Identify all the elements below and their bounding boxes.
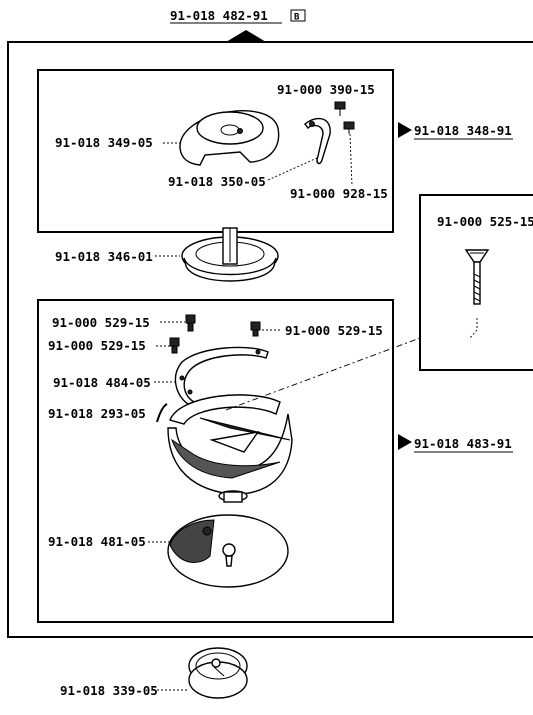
group-box-hook-cover xyxy=(37,69,394,233)
leader-1 xyxy=(267,157,318,181)
part-label-2: 91-000 390-15 xyxy=(277,82,375,97)
group-box-screw xyxy=(419,194,533,371)
bobbin-part xyxy=(188,647,248,699)
hook-cover-part xyxy=(179,110,280,166)
leader-3 xyxy=(349,133,353,187)
part-label-12: 91-018 339-05 xyxy=(60,683,158,698)
part-label-4: 91-018 346-01 xyxy=(55,249,153,264)
part-label-1: 91-018 350-05 xyxy=(168,174,266,189)
spring-part xyxy=(304,117,331,165)
group-pointer-2 xyxy=(398,434,412,450)
retaining-plate-part xyxy=(174,346,269,405)
screw-529-c-part xyxy=(169,337,180,354)
leader-5b xyxy=(469,329,478,339)
rotary-hook-part xyxy=(167,394,293,503)
screw-529-b-part xyxy=(250,321,261,337)
leader-screw-axis xyxy=(225,337,421,411)
group-ref-2: 91-018 483-91 xyxy=(414,436,512,451)
screw-390-part xyxy=(334,101,346,116)
part-label-7: 91-000 529-15 xyxy=(285,323,383,338)
group-box-rotary-hook xyxy=(37,299,394,623)
part-label-0: 91-018 349-05 xyxy=(55,135,153,150)
group-ref-1: 91-018 348-91 xyxy=(414,123,512,138)
long-screw-part xyxy=(464,249,490,305)
group-pointer-1 xyxy=(398,122,412,138)
screw-529-a-part xyxy=(185,314,196,332)
pin-part xyxy=(156,403,168,423)
part-label-8: 91-000 529-15 xyxy=(48,338,146,353)
assembly-badge: B xyxy=(294,13,300,23)
assembly-pointer-triangle xyxy=(226,30,266,42)
screw-928-part xyxy=(343,121,355,134)
assembly-badge-box xyxy=(290,9,306,22)
outer-frame xyxy=(7,41,533,638)
cover-plate-part xyxy=(167,514,289,588)
part-label-6: 91-000 529-15 xyxy=(52,315,150,330)
part-label-11: 91-018 481-05 xyxy=(48,534,146,549)
part-label-5: 91-000 525-15 xyxy=(437,214,533,229)
part-label-3: 91-000 928-15 xyxy=(290,186,388,201)
part-label-10: 91-018 293-05 xyxy=(48,406,146,421)
part-label-9: 91-018 484-05 xyxy=(53,375,151,390)
assembly-number: 91-018 482-91 xyxy=(170,8,268,23)
bobbin-case-part xyxy=(181,227,279,282)
